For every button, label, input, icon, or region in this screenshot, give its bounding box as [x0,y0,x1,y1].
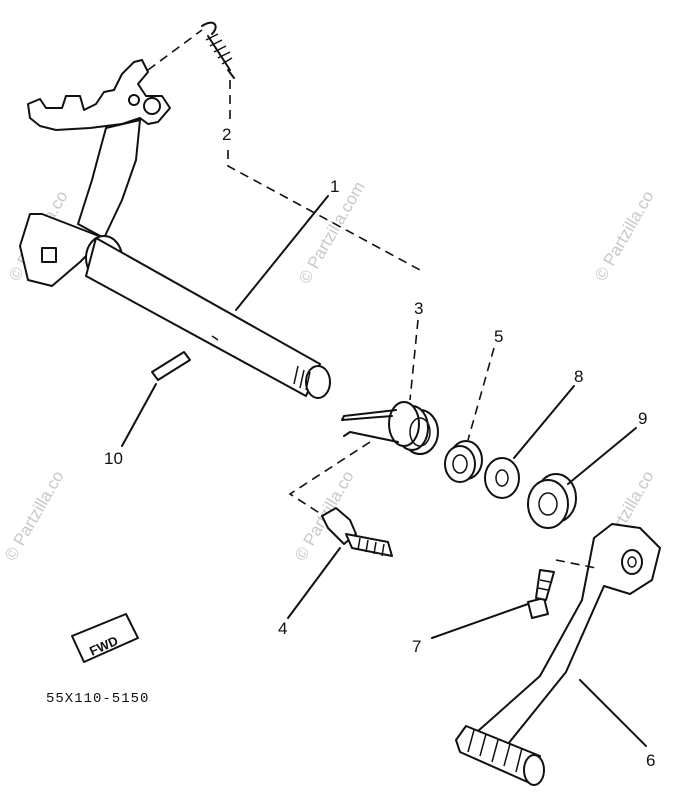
callout-numbers: 1 2 3 4 5 6 7 8 9 10 [104,125,655,770]
torsion-spring-3 [341,401,439,455]
bolt-7 [527,569,555,619]
callout-1: 1 [330,177,339,196]
callout-3: 3 [414,299,423,318]
leader-lines [121,29,647,747]
washer-8 [484,457,520,499]
watermark-mid-left: © Partzilla.co [1,468,68,564]
shift-shaft-assembly [19,59,331,399]
callout-8: 8 [574,367,583,386]
watermark-right: © Partzilla.co [591,188,658,284]
callout-10: 10 [104,449,123,468]
callout-6: 6 [646,751,655,770]
callout-5: 5 [494,327,503,346]
callout-4: 4 [278,619,287,638]
fwd-arrow-icon: FWD [71,613,139,663]
callout-9: 9 [638,409,647,428]
shift-pedal-6 [455,523,661,786]
spring-2 [201,21,235,79]
collar-5 [444,440,483,483]
callout-7: 7 [412,637,421,656]
callout-2: 2 [222,125,231,144]
dowel-pin-10 [151,351,191,381]
pivot-bolt-4 [321,507,393,557]
oil-seal-9 [527,473,577,529]
diagram-part-number: 55X110-5150 [46,691,149,707]
